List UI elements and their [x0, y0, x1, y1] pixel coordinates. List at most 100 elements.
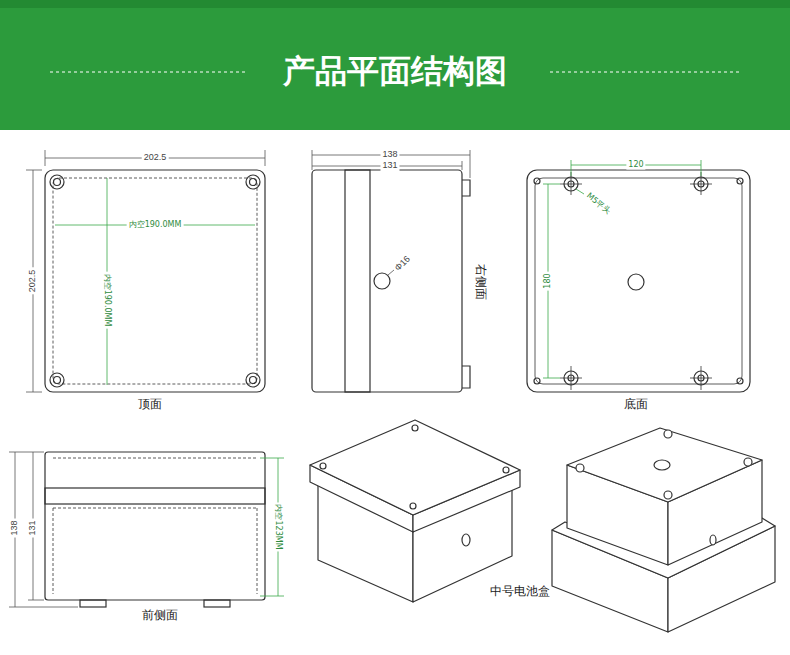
inner-dimension-label: 180 — [544, 271, 553, 290]
mount-hole — [576, 464, 584, 472]
screw — [246, 373, 260, 387]
dim-tick — [701, 160, 702, 176]
foot — [204, 600, 230, 607]
dimension-label: 131 — [28, 518, 38, 537]
inner-dimension — [543, 160, 701, 378]
dim-tick — [470, 150, 471, 178]
dim-tick — [260, 596, 284, 597]
screw — [503, 467, 509, 473]
dim-tick — [26, 392, 42, 393]
banner-rule — [50, 72, 245, 73]
screw — [250, 179, 257, 186]
screw — [54, 377, 61, 384]
banner — [0, 0, 790, 130]
inner-dimension-label: 内空123MM — [274, 502, 283, 551]
tab — [462, 366, 470, 388]
side-view — [312, 170, 470, 392]
inner-outline — [53, 508, 257, 509]
inner-dimension-label: 内空190.0MM — [127, 221, 184, 230]
leader — [576, 189, 584, 194]
dim-tick — [260, 458, 284, 459]
iso-box — [310, 420, 520, 602]
caption-label: 中号电池盒 — [490, 585, 550, 598]
hole — [374, 273, 390, 289]
hole — [710, 535, 716, 545]
dim-tick — [28, 600, 44, 601]
inner-outline — [53, 508, 54, 594]
view-name: 底面 — [624, 398, 648, 411]
leader — [388, 270, 394, 275]
dim-tick — [543, 378, 560, 379]
front-view — [45, 452, 265, 607]
dim-tick — [462, 161, 463, 170]
iso-box — [552, 428, 775, 632]
page-title: 产品平面结构图 — [283, 54, 507, 89]
housing-outline — [45, 452, 265, 600]
dimension — [312, 150, 470, 275]
lid-top — [310, 420, 520, 515]
inner-dimension-label: 内空190.0MM — [103, 272, 112, 329]
screw — [320, 463, 326, 469]
dim-tick — [9, 452, 44, 453]
housing-outline — [312, 170, 462, 392]
view-name: 顶面 — [138, 398, 162, 411]
dimension-label: 202.5 — [28, 268, 38, 295]
corner-hole — [737, 378, 743, 384]
inner-dimension — [260, 458, 284, 596]
inner-outline — [257, 508, 258, 594]
view-name: 右侧面 — [473, 264, 486, 300]
mount-hole — [744, 458, 752, 466]
hole — [654, 460, 670, 470]
screw — [50, 175, 64, 189]
dimension-label: 202.5 — [142, 153, 169, 163]
hole — [462, 534, 470, 546]
dim-tick — [543, 184, 560, 185]
screw — [54, 179, 61, 186]
banner-rule — [550, 72, 740, 73]
lid-band — [45, 488, 265, 504]
dim-tick — [45, 150, 46, 166]
dim-tick — [312, 150, 313, 170]
screw — [246, 175, 260, 189]
inner-dimension-label: 120 — [626, 161, 645, 170]
screw — [50, 373, 64, 387]
body-top — [567, 428, 762, 502]
screw — [410, 503, 416, 509]
dimension — [26, 150, 265, 392]
dim-tick — [9, 607, 78, 608]
hole — [628, 274, 644, 290]
dim-tick — [26, 170, 42, 171]
bottom-view — [527, 170, 750, 392]
dim-tick — [571, 160, 572, 176]
screw — [412, 425, 418, 431]
inner-outline — [53, 458, 257, 459]
screw — [250, 377, 257, 384]
hole-label: M5平头 — [584, 192, 611, 217]
view-name: 前侧面 — [142, 609, 178, 622]
dimension-label: 131 — [380, 161, 399, 171]
top-view — [45, 170, 265, 392]
inner-outline — [53, 178, 257, 384]
corner-hole — [534, 378, 540, 384]
housing-outline — [527, 170, 750, 392]
crosshair — [560, 172, 712, 390]
inner-outline — [535, 178, 742, 384]
mount-hole — [664, 430, 672, 438]
cross — [571, 366, 572, 390]
corner-hole — [737, 178, 743, 184]
lid-band — [345, 170, 370, 392]
banner-edge — [0, 0, 790, 8]
mount-hole — [664, 491, 672, 499]
dimension — [9, 452, 78, 607]
foot — [80, 600, 106, 607]
housing-outline — [45, 170, 265, 392]
cross — [701, 366, 702, 390]
tab — [462, 180, 470, 196]
dim-tick — [265, 150, 266, 166]
hole-label: Φ16 — [393, 254, 412, 273]
corner-hole — [534, 178, 540, 184]
dimension-label: 138 — [10, 518, 20, 537]
dimension-label: 138 — [380, 150, 399, 160]
